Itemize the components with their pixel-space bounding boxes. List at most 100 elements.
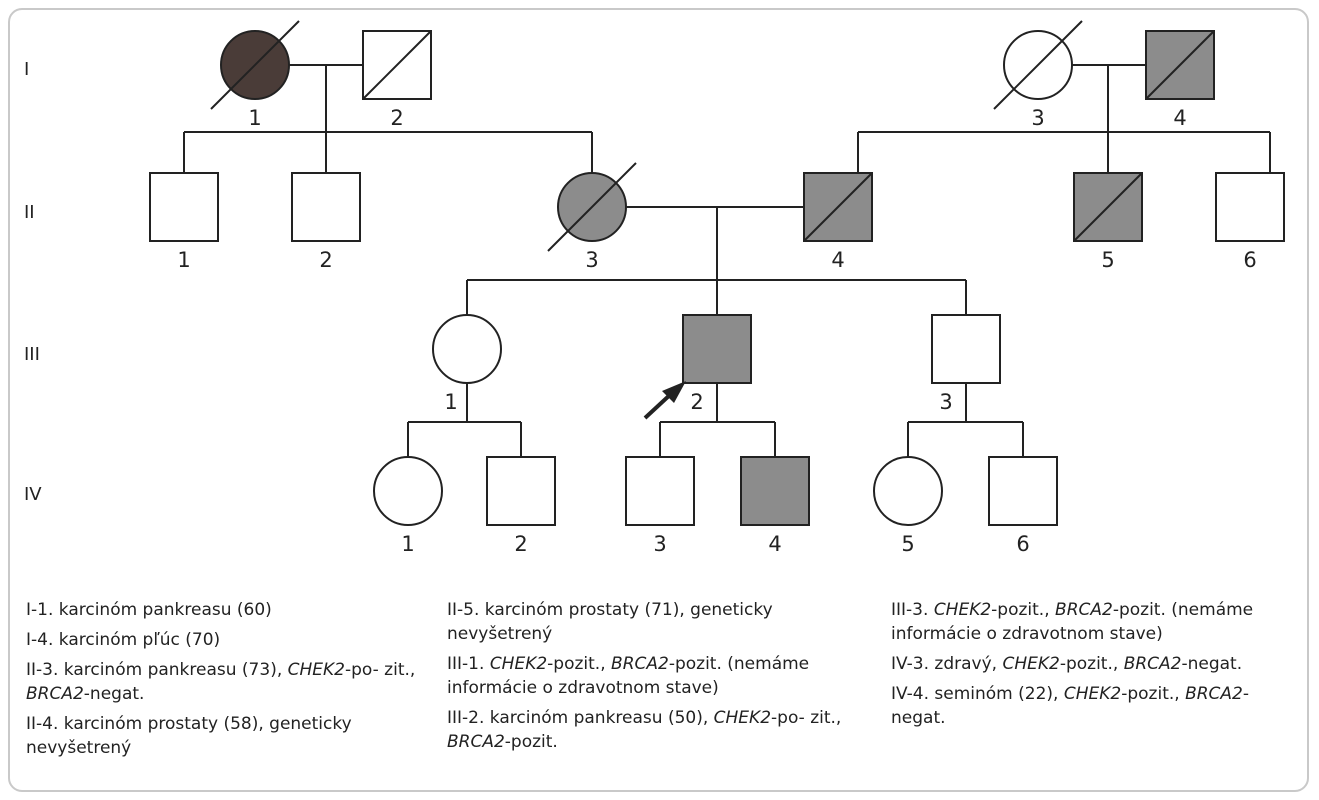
legend-entry: III-3. CHEK2-pozit., BRCA2-pozit. (nemám… [891,598,1296,646]
legend-text: IV-3. zdravý, [891,654,1003,674]
individual-iii-1: 1 [432,314,502,414]
legend-entry: III-1. CHEK2-pozit., BRCA2-pozit. (nemám… [447,652,877,700]
individual-iv-2: 2 [486,456,556,556]
individual-number-i-2: 2 [390,106,403,130]
individual-i-2: 2 [362,30,432,130]
individual-number-iii-1: 1 [444,390,457,414]
legend-text: -po- zit., [345,660,416,680]
gene-name: BRCA2 [611,654,669,674]
legend-entry: IV-4. seminóm (22), CHEK2-pozit., BRCA2-… [891,682,1296,730]
legend-text: -negat. [83,684,145,704]
individual-number-iv-4: 4 [768,532,781,556]
individual-iv-6: 6 [988,456,1058,556]
individual-number-iv-2: 2 [514,532,527,556]
legend-text: I-1. karcinóm pankreasu (60) [26,600,272,620]
individual-number-ii-6: 6 [1243,248,1256,272]
male-symbol-iv-6 [988,456,1058,526]
individual-i-1: 1 [210,20,300,130]
gene-name: BRCA2 [1055,600,1113,620]
male-symbol-iii-2 [682,314,752,384]
individual-number-iv-6: 6 [1016,532,1029,556]
individual-number-ii-4: 4 [831,248,844,272]
individual-number-iii-3: 3 [939,390,952,414]
gene-name: CHEK2 [489,654,548,674]
figure-frame [8,8,1309,792]
individual-ii-5: 5 [1073,172,1143,272]
legend-text: III-3. [891,600,934,620]
individual-i-4: 4 [1145,30,1215,130]
gene-name: BRCA2 [1185,684,1243,704]
individual-number-iv-3: 3 [653,532,666,556]
individual-number-ii-1: 1 [177,248,190,272]
individual-i-3: 3 [993,20,1083,130]
gene-name: BRCA2 [26,684,84,704]
male-symbol-ii-1 [149,172,219,242]
legend-text: -po- zit., [771,708,842,728]
individual-number-i-4: 4 [1173,106,1186,130]
legend-entry: IV-3. zdravý, CHEK2-pozit., BRCA2-negat. [891,652,1296,676]
gene-name: CHEK2 [933,600,992,620]
individual-number-iv-5: 5 [901,532,914,556]
legend-entry: II-3. karcinóm pankreasu (73), CHEK2-po-… [26,658,446,706]
generation-label-ii: II [24,202,35,223]
gene-name: CHEK2 [713,708,772,728]
individual-number-i-1: 1 [248,106,261,130]
individual-ii-3: 3 [547,162,637,272]
legend-column-3: III-3. CHEK2-pozit., BRCA2-pozit. (nemám… [891,598,1296,736]
individual-number-iii-2: 2 [690,390,703,414]
legend-text: III-2. karcinóm pankreasu (50), [447,708,714,728]
legend-entry: I-4. karcinóm pľúc (70) [26,628,446,652]
legend-entry: II-5. karcinóm prostaty (71), geneticky … [447,598,877,646]
male-symbol-ii-2 [291,172,361,242]
female-symbol-iv-1 [373,456,443,526]
legend-text: -negat. [1181,654,1243,674]
individual-ii-4: 4 [803,172,873,272]
legend-text: III-1. [447,654,490,674]
individual-number-iv-1: 1 [401,532,414,556]
gene-name: BRCA2 [1123,654,1182,674]
legend-text: IV-4. seminóm (22), [891,684,1064,704]
relationship-lines [183,64,1271,457]
individual-ii-1: 1 [149,172,219,272]
female-symbol-iv-5 [873,456,943,526]
deceased-slash-ii-4 [803,172,873,242]
legend-text: -pozit. (nemáme informácie o zdravotnom … [447,654,810,698]
individual-ii-2: 2 [291,172,361,272]
legend-entry: I-1. karcinóm pankreasu (60) [26,598,446,622]
gene-name: CHEK2 [1063,684,1122,704]
deceased-slash-i-3 [993,20,1083,110]
individual-symbols: 1 2 3 4 1 2 3 4 5 6 1 2 3 1 2 3 4 5 6 [149,20,1285,556]
legend-text: II-4. karcinóm prostaty (58), geneticky … [26,714,352,758]
generation-label-i: I [24,59,29,80]
individual-number-ii-5: 5 [1101,248,1114,272]
individual-ii-6: 6 [1215,172,1285,272]
legend-text: -pozit., [1059,654,1124,674]
proband-arrow [643,381,686,420]
legend-text: -negat. [891,684,1250,728]
male-symbol-iv-2 [486,456,556,526]
individual-iv-1: 1 [373,456,443,556]
individual-number-ii-3: 3 [585,248,598,272]
legend-text: -pozit. [504,732,558,752]
individual-iv-3: 3 [625,456,695,556]
deceased-slash-i-4 [1145,30,1215,100]
male-symbol-iv-4 [740,456,810,526]
generation-label-iv: IV [24,484,42,505]
male-symbol-ii-6 [1215,172,1285,242]
legend-column-2: II-5. karcinóm prostaty (71), geneticky … [447,598,877,760]
legend-text: II-3. karcinóm pankreasu (73), [26,660,288,680]
gene-name: BRCA2 [447,732,505,752]
generation-label-iii: III [24,344,40,365]
gene-name: CHEK2 [1002,654,1060,674]
deceased-slash-i-1 [210,20,300,110]
legend-entry: III-2. karcinóm pankreasu (50), CHEK2-po… [447,706,877,754]
legend-text: -pozit. (nemáme informácie o zdravotnom … [891,600,1254,644]
legend-text: -pozit., [547,654,612,674]
gene-name: CHEK2 [287,660,345,680]
legend-column-1: I-1. karcinóm pankreasu (60) I-4. karcinó… [26,598,446,766]
deceased-slash-ii-5 [1073,172,1143,242]
female-symbol-iii-1 [432,314,502,384]
legend-text: I-4. karcinóm pľúc (70) [26,630,221,650]
